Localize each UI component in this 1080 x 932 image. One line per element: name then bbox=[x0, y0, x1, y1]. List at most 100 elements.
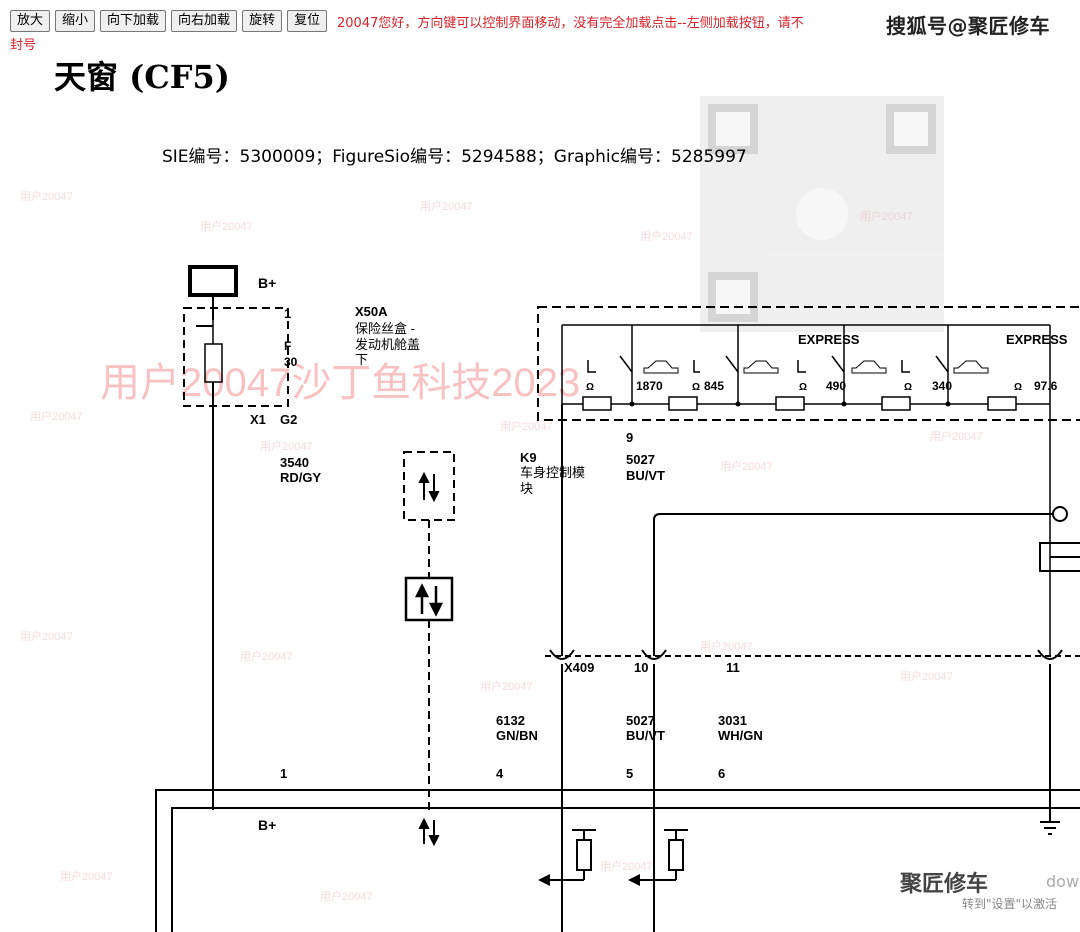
k9-name-line2: 块 bbox=[520, 481, 533, 496]
internal-circuit-left bbox=[546, 829, 596, 881]
switch-ladder bbox=[587, 325, 1051, 656]
pin-1: 1 bbox=[280, 766, 287, 781]
wire-3540-code: 3540 bbox=[280, 455, 309, 470]
fusebox-name-line1: 保险丝盒 - bbox=[355, 321, 415, 336]
wire-6132-color: GN/BN bbox=[496, 728, 538, 743]
bplus-bottom-label: B+ bbox=[258, 817, 276, 833]
qr-code-watermark bbox=[700, 96, 944, 332]
pin-6: 6 bbox=[718, 766, 725, 781]
svg-text:用户20047: 用户20047 bbox=[240, 649, 293, 663]
fuse-label: F bbox=[284, 339, 291, 353]
bidirectional-arrow-icon bbox=[418, 817, 440, 847]
k9-name-line1: 车身控制模 bbox=[520, 465, 585, 480]
pin-11: 11 bbox=[726, 660, 740, 675]
footer-corner-text: dow bbox=[1046, 872, 1080, 891]
express-label-1: EXPRESS bbox=[798, 332, 860, 347]
watermark-text: 用户20047沙丁鱼科技2023 bbox=[100, 361, 580, 405]
resistor-value-1: 1870 bbox=[636, 379, 663, 393]
bus-module-box bbox=[404, 576, 454, 622]
resistor-unit-4: Ω bbox=[904, 382, 912, 393]
page-title: 天窗 (CF5) bbox=[54, 58, 230, 96]
pin-9: 9 bbox=[626, 430, 633, 445]
resistor-value-2: 845 bbox=[704, 379, 724, 393]
svg-text:用户20047: 用户20047 bbox=[20, 629, 73, 643]
fusebox-name-line2: 发动机舱盖 bbox=[355, 337, 420, 352]
svg-text:用户20047: 用户20047 bbox=[900, 669, 953, 683]
resistor-unit-5: Ω bbox=[1014, 382, 1022, 393]
footer-activation-text: 转到"设置"以激活 bbox=[962, 897, 1058, 911]
zoom-out-button[interactable]: 缩小 bbox=[55, 10, 96, 32]
bidirectional-arrow-icon bbox=[414, 583, 444, 617]
battery-symbol bbox=[188, 265, 238, 297]
arrow-left-icon bbox=[538, 874, 550, 886]
svg-text:用户20047: 用户20047 bbox=[480, 679, 533, 693]
resistor-unit-1: Ω bbox=[586, 382, 594, 393]
wire-5027-code: 5027 bbox=[626, 452, 655, 467]
svg-text:用户20047: 用户20047 bbox=[260, 439, 313, 453]
bus-connector-box bbox=[403, 451, 455, 521]
fusebox-code: X50A bbox=[355, 304, 388, 319]
fuse-box-outline bbox=[183, 307, 289, 407]
car-icon bbox=[643, 360, 989, 374]
svg-text:用户20047: 用户20047 bbox=[500, 419, 553, 433]
k9-code: K9 bbox=[520, 450, 537, 465]
footer-brand: 聚匠修车 bbox=[900, 872, 989, 897]
bottom-module-outline bbox=[155, 789, 1080, 932]
fusebox-name-line3: 下 bbox=[355, 352, 368, 367]
svg-text:用户20047: 用户20047 bbox=[60, 869, 113, 883]
wire-6132-code: 6132 bbox=[496, 713, 525, 728]
svg-text:用户20047: 用户20047 bbox=[30, 409, 83, 423]
pin-4: 4 bbox=[496, 766, 504, 781]
wire-3540-color: RD/GY bbox=[280, 470, 322, 485]
zoom-in-button[interactable]: 放大 bbox=[10, 10, 51, 32]
resistor-unit-3: Ω bbox=[799, 382, 807, 393]
notice-text-tail: 封号 bbox=[10, 38, 37, 53]
resistor-value-5: 97.6 bbox=[1034, 379, 1058, 393]
watermark-background: 用户20047 用户20047 用户20047 用户20047 用户20047 用户2… bbox=[20, 189, 983, 903]
connector-end bbox=[1052, 506, 1068, 522]
svg-text:用户20047: 用户20047 bbox=[20, 189, 73, 203]
svg-text:用户20047: 用户20047 bbox=[600, 859, 653, 873]
svg-text:用户20047: 用户20047 bbox=[640, 229, 693, 243]
wire-3031-code: 3031 bbox=[718, 713, 747, 728]
pin-5: 5 bbox=[626, 766, 633, 781]
resistor-value-3: 490 bbox=[826, 379, 846, 393]
svg-text:用户20047: 用户20047 bbox=[930, 429, 983, 443]
resistor-row bbox=[582, 396, 1017, 411]
notice-text: 20047您好，方向键可以控制界面移动，没有完全加载点击--左侧加载按钮，请不 bbox=[337, 16, 804, 31]
ground-icon bbox=[1040, 821, 1060, 835]
wire-5027b-code: 5027 bbox=[626, 713, 655, 728]
switch-module-outline bbox=[537, 306, 1080, 421]
toolbar: 放大 缩小 向下加载 向右加载 旋转 复位 bbox=[10, 10, 328, 32]
side-component bbox=[1039, 542, 1080, 572]
rotate-button[interactable]: 旋转 bbox=[242, 10, 283, 32]
load-right-button[interactable]: 向右加载 bbox=[171, 10, 238, 32]
brand-watermark: 搜狐号@聚匠修车 bbox=[880, 8, 1056, 41]
resistor-unit-2: Ω bbox=[692, 382, 700, 393]
fuse-rating: 30 bbox=[284, 355, 298, 369]
resistor-value-4: 340 bbox=[932, 379, 952, 393]
wire-5027-color: BU/VT bbox=[626, 468, 665, 483]
wire-5027b-color: BU/VT bbox=[626, 728, 665, 743]
svg-text:用户20047: 用户20047 bbox=[320, 889, 373, 903]
connector-x409: X409 bbox=[564, 660, 594, 675]
resistor-values: 1870 Ω 845 Ω 490 Ω 340 Ω 97.6 Ω bbox=[586, 379, 1058, 393]
bplus-label: B+ bbox=[258, 275, 276, 291]
fuse-connector-g2: G2 bbox=[280, 412, 297, 427]
internal-circuit-right bbox=[638, 829, 688, 881]
express-label-2: EXPRESS bbox=[1006, 332, 1068, 347]
svg-text:用户20047: 用户20047 bbox=[860, 209, 913, 223]
bidirectional-arrow-icon bbox=[418, 471, 440, 503]
svg-text:用户20047: 用户20047 bbox=[720, 459, 773, 473]
fuse-pin: 1 bbox=[284, 306, 291, 321]
arrow-left-icon bbox=[628, 874, 640, 886]
load-down-button[interactable]: 向下加载 bbox=[100, 10, 167, 32]
pin-10: 10 bbox=[634, 660, 648, 675]
fuse-connector-x1: X1 bbox=[250, 412, 266, 427]
svg-text:用户20047: 用户20047 bbox=[420, 199, 473, 213]
wire-3031-color: WH/GN bbox=[718, 728, 763, 743]
document-ids: SIE编号：5300009；FigureSio编号：5294588；Graphi… bbox=[162, 147, 747, 167]
reset-button[interactable]: 复位 bbox=[287, 10, 328, 32]
svg-text:用户20047: 用户20047 bbox=[200, 219, 253, 233]
